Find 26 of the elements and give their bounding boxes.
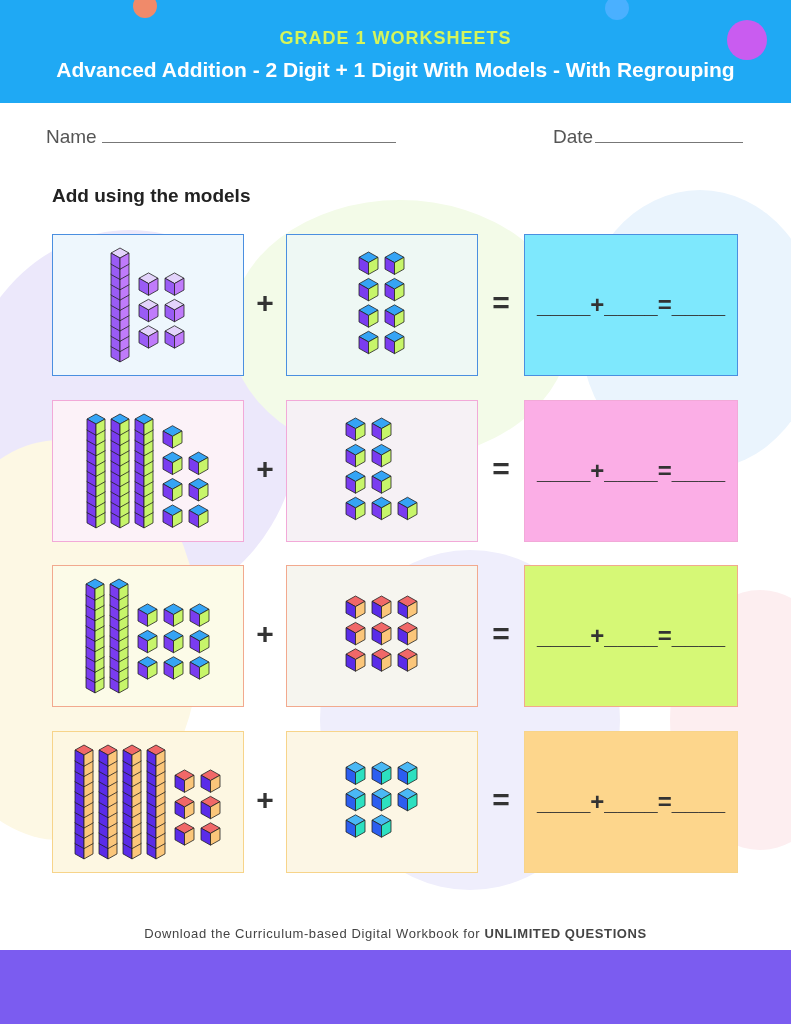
model-panel [52,731,244,873]
plus-sign: + [255,783,275,817]
instruction-text: Add using the models [52,185,251,207]
answer-box: ____+____=____ [524,731,738,873]
model-panel [286,400,478,542]
model-panel [286,731,478,873]
equals-sign: = [491,286,511,320]
answer-box: ____+____=____ [524,565,738,707]
model-panel [52,565,244,707]
equals-sign: = [491,617,511,651]
model-panel [286,565,478,707]
model-panel [52,234,244,376]
date-label: Date [553,126,594,148]
name-label: Name [46,126,97,148]
equals-sign: = [491,452,511,486]
plus-sign: + [255,452,275,486]
worksheet-series-heading: GRADE 1 WORKSHEETS [279,28,512,48]
answer-box: ____+____=____ [524,234,738,376]
equals-sign: = [491,783,511,817]
footer-note: Download the Curriculum-based Digital Workbook for UNLIMITED QUESTIONS [144,926,647,941]
worksheet-title: Advanced Addition - 2 Digit + 1 Digit With Models - With Regrouping [56,58,735,81]
plus-sign: + [255,617,275,651]
model-panel [286,234,478,376]
answer-box: ____+____=____ [524,400,738,542]
plus-sign: + [255,286,275,320]
model-panel [52,400,244,542]
